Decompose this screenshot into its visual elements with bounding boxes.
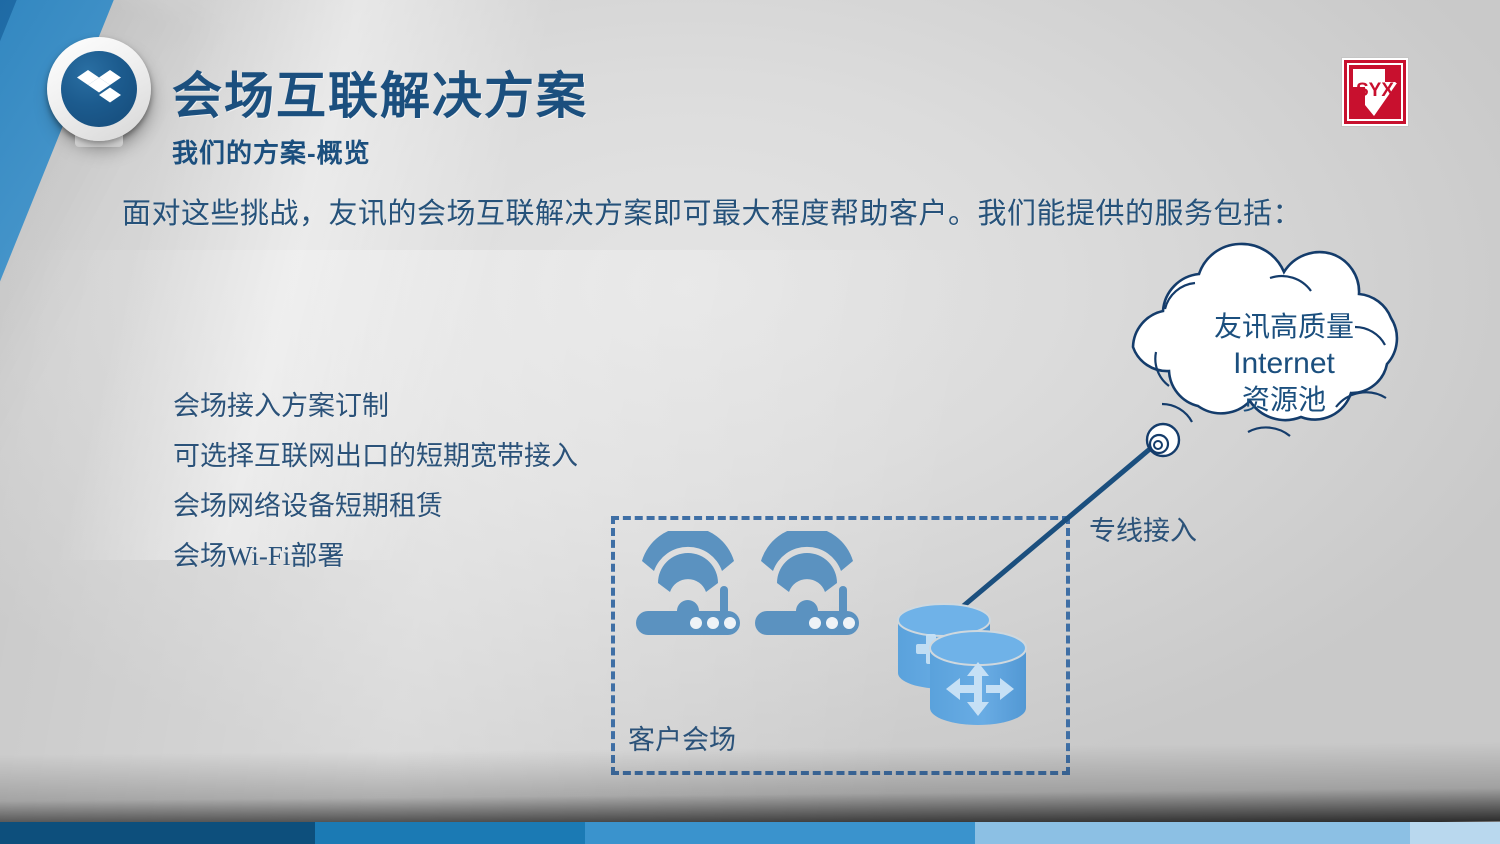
page-title: 会场互联解决方案 bbox=[172, 68, 588, 124]
cloud-inner-arcs bbox=[1154, 274, 1387, 437]
brand-logo-ring bbox=[47, 37, 151, 141]
leased-line-connector bbox=[953, 441, 1159, 615]
bottom-strip-2 bbox=[315, 822, 585, 844]
brand-logo-disc bbox=[61, 51, 137, 127]
leased-line-label: 专线接入 bbox=[1089, 516, 1197, 546]
internet-cloud-shape bbox=[1131, 242, 1399, 422]
page-subtitle: 我们的方案-概览 bbox=[172, 138, 371, 168]
router-cylinder-group bbox=[897, 603, 1027, 725]
bottom-strip-3 bbox=[585, 822, 975, 844]
cloud-connector-node bbox=[1145, 422, 1181, 458]
router-cylinder-icon bbox=[929, 630, 1027, 725]
wifi-router-icon bbox=[636, 531, 740, 635]
list-item: 可选择互联网出口的短期宽带接入 bbox=[173, 441, 578, 471]
wifi-router-icon bbox=[755, 531, 859, 635]
syx-logo-text: SYX bbox=[1356, 80, 1394, 101]
bottom-strip-4 bbox=[975, 822, 1410, 844]
bottom-color-strips bbox=[0, 822, 1500, 844]
list-item: 会场Wi-Fi部署 bbox=[173, 541, 345, 571]
list-item: 会场接入方案订制 bbox=[173, 391, 389, 421]
lead-paragraph: 面对这些挑战，友讯的会场互联解决方案即可最大程度帮助客户。我们能提供的服务包括： bbox=[122, 198, 1303, 230]
brand-logo bbox=[47, 37, 155, 149]
four-way-arrow-icon bbox=[946, 662, 1014, 716]
list-item: 会场网络设备短期租赁 bbox=[173, 491, 443, 521]
bottom-strip-5 bbox=[1410, 822, 1500, 844]
service-list: 会场接入方案订制 可选择互联网出口的短期宽带接入 会场网络设备短期租赁 会场Wi… bbox=[173, 381, 578, 581]
syx-partner-logo: SYX bbox=[1341, 57, 1409, 127]
syx-logo-icon: SYX bbox=[1344, 60, 1406, 124]
bottom-strip-1 bbox=[0, 822, 315, 844]
dropbox-diamond-icon bbox=[77, 70, 121, 103]
